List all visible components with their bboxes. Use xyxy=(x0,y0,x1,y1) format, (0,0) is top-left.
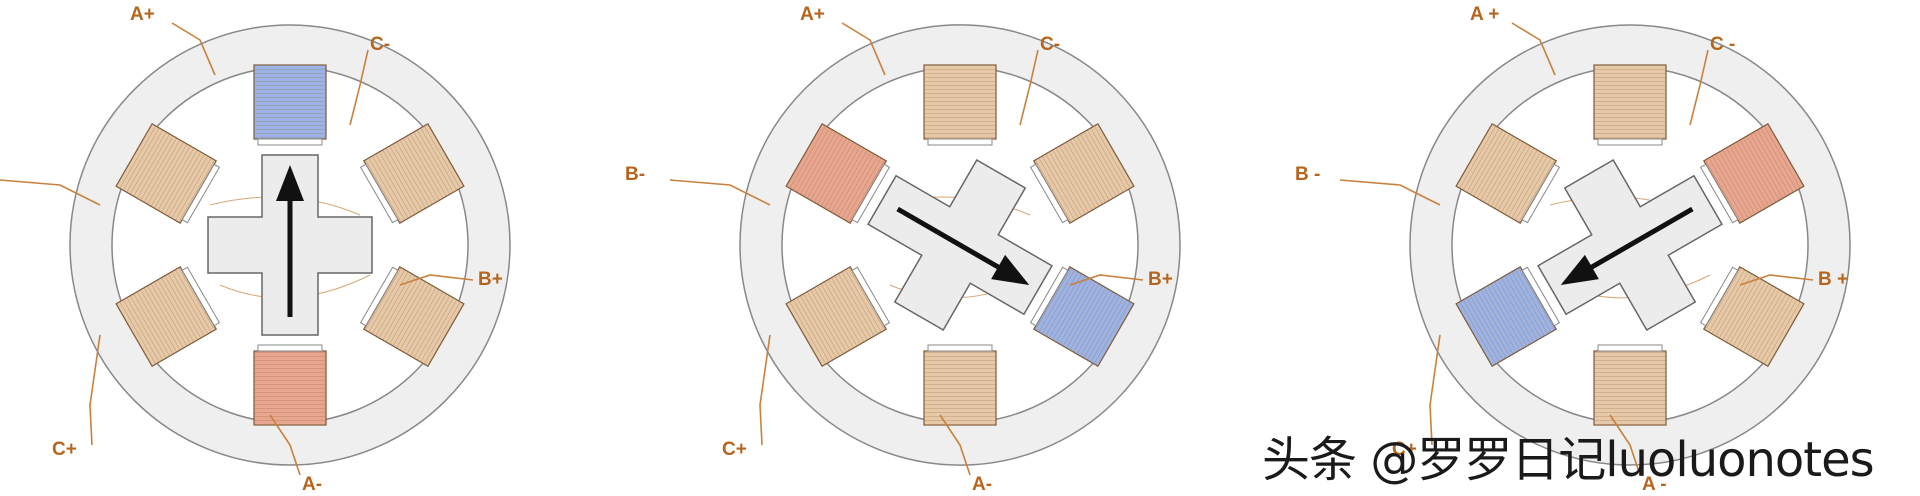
stator-ring xyxy=(739,24,1181,466)
lead-wire xyxy=(1689,49,1709,126)
coil-cminus xyxy=(1029,123,1135,224)
lead-wire xyxy=(269,414,301,476)
lead-wire xyxy=(669,179,771,206)
lead-wire xyxy=(89,334,101,446)
rotor xyxy=(207,154,373,336)
coil-cplus xyxy=(115,266,221,367)
coil-aplus xyxy=(923,64,997,146)
coil-aplus xyxy=(253,64,327,146)
coil-bplus xyxy=(1699,266,1805,367)
motor-2: A+ C- B+ A- C+ B- xyxy=(625,4,1181,495)
rotor-direction-arrow xyxy=(1560,206,1694,285)
coil-aminus xyxy=(253,344,327,426)
motor-diagrams: A+C-B+A-C+B-A+C-B+A-C+B-A +C -B +A -C+B … xyxy=(0,4,1851,495)
coil-bplus xyxy=(359,266,465,367)
pole-label-a-plus: A + xyxy=(1470,4,1499,25)
pole-label-c-minus: C- xyxy=(1040,34,1060,55)
lead-wire xyxy=(841,22,886,76)
lead-wire xyxy=(759,334,771,446)
lead-wire xyxy=(1069,274,1144,286)
coil-bplus xyxy=(1029,266,1135,367)
coil-cplus xyxy=(785,266,891,367)
rotor xyxy=(1537,158,1723,332)
pole-label-c-minus: C - xyxy=(1710,34,1735,55)
pole-label-c-minus: C- xyxy=(370,34,390,55)
coil-bminus xyxy=(1455,123,1561,224)
pole-label-a-plus: A+ xyxy=(130,4,155,25)
pole-label-b-minus: B - xyxy=(1295,164,1320,185)
coil-aminus xyxy=(1593,344,1667,426)
motor-1: A+C-B+A-C+B- xyxy=(0,4,511,495)
coil-aplus xyxy=(1593,64,1667,146)
lead-wire xyxy=(1511,22,1556,76)
rotor-direction-arrow xyxy=(896,206,1030,285)
lead-wire xyxy=(349,49,369,126)
coil-bminus xyxy=(785,123,891,224)
lead-wire xyxy=(1609,414,1641,476)
pole-label-c-plus: C+ xyxy=(722,439,747,460)
rotor-direction-arrow xyxy=(276,165,304,317)
coil-cplus xyxy=(1455,266,1561,367)
coil-bminus xyxy=(115,123,221,224)
lead-wire xyxy=(1429,334,1441,446)
pole-label-b-plus: B+ xyxy=(1148,269,1173,290)
pole-label-a-plus: A+ xyxy=(800,4,825,25)
coil-cminus xyxy=(359,123,465,224)
pole-label-c-plus: C+ xyxy=(52,439,77,460)
lead-wire xyxy=(1339,179,1441,206)
lead-wire xyxy=(171,22,216,76)
watermark: 头条 @罗罗日记luoluonotes xyxy=(1262,432,1875,488)
pole-label-a-minus: A - xyxy=(1642,474,1667,495)
lead-wire xyxy=(1019,49,1039,126)
lead-wire xyxy=(939,414,971,476)
pole-label-b-minus: B- xyxy=(625,164,645,185)
stator-ring xyxy=(69,24,511,466)
lead-wire xyxy=(0,179,101,206)
motor-3: A + C - B + A - C+ B - xyxy=(1295,4,1851,495)
coil-cminus xyxy=(1699,123,1805,224)
lead-wire xyxy=(399,274,474,286)
coil-aminus xyxy=(923,344,997,426)
pole-label-c-plus: C+ xyxy=(1392,439,1417,460)
pole-label-b-plus: B + xyxy=(1818,269,1848,290)
pole-label-a-minus: A- xyxy=(302,474,322,495)
pole-label-b-plus: B+ xyxy=(478,269,503,290)
stator-ring xyxy=(1409,24,1851,466)
rotor xyxy=(867,158,1053,332)
lead-wire xyxy=(1739,274,1814,286)
pole-label-a-minus: A- xyxy=(972,474,992,495)
